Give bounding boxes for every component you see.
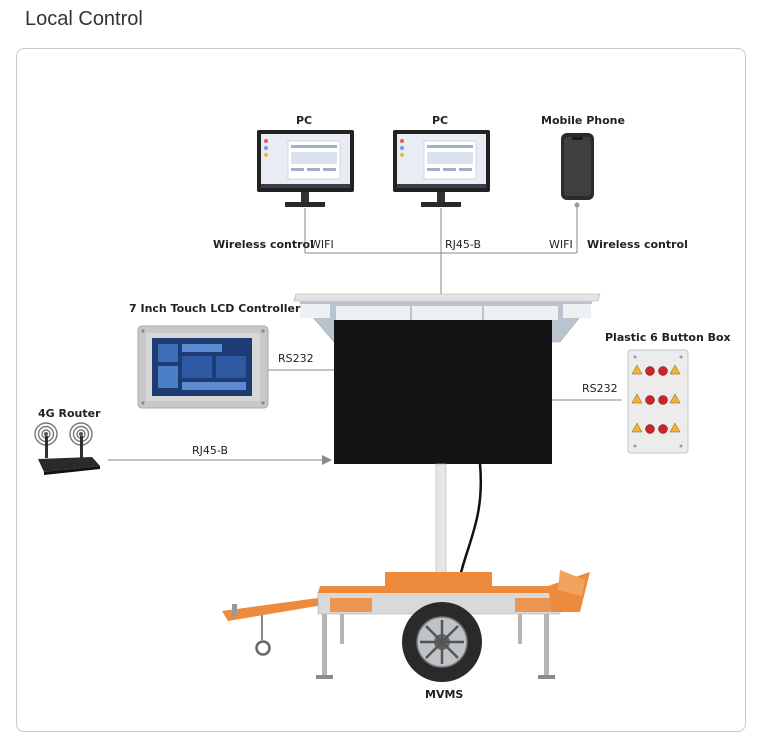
label-rj45-top: RJ45-B xyxy=(445,238,482,251)
pc-monitor-right xyxy=(393,130,490,207)
label-rj45-router: RJ45-B xyxy=(192,444,229,457)
mobile-phone xyxy=(561,133,594,200)
label-router: 4G Router xyxy=(38,407,101,420)
label-pc-left: PC xyxy=(296,114,313,127)
page-title: Local Control xyxy=(25,8,143,30)
connection-lines xyxy=(108,205,622,461)
arrow-head xyxy=(322,455,332,465)
label-wireless-control-right: Wireless control xyxy=(587,238,688,251)
label-wifi-right: WIFI xyxy=(549,238,573,251)
label-mvms: MVMS xyxy=(425,688,464,701)
router xyxy=(34,422,100,475)
label-button-box: Plastic 6 Button Box xyxy=(605,331,731,344)
pc-monitor-left xyxy=(257,130,354,207)
label-lcd-controller: 7 Inch Touch LCD Controller xyxy=(129,302,301,315)
mvms-trailer xyxy=(222,293,601,682)
label-wireless-control-left: Wireless control xyxy=(213,238,314,251)
label-rs232-left: RS232 xyxy=(278,352,314,365)
mobile-connector-dot xyxy=(574,202,580,208)
label-wifi-left: WIFI xyxy=(310,238,334,251)
button-box xyxy=(627,349,689,454)
lcd-controller xyxy=(137,325,269,409)
label-pc-right: PC xyxy=(432,114,449,127)
label-rs232-right: RS232 xyxy=(582,382,618,395)
label-mobile-phone: Mobile Phone xyxy=(541,114,625,127)
